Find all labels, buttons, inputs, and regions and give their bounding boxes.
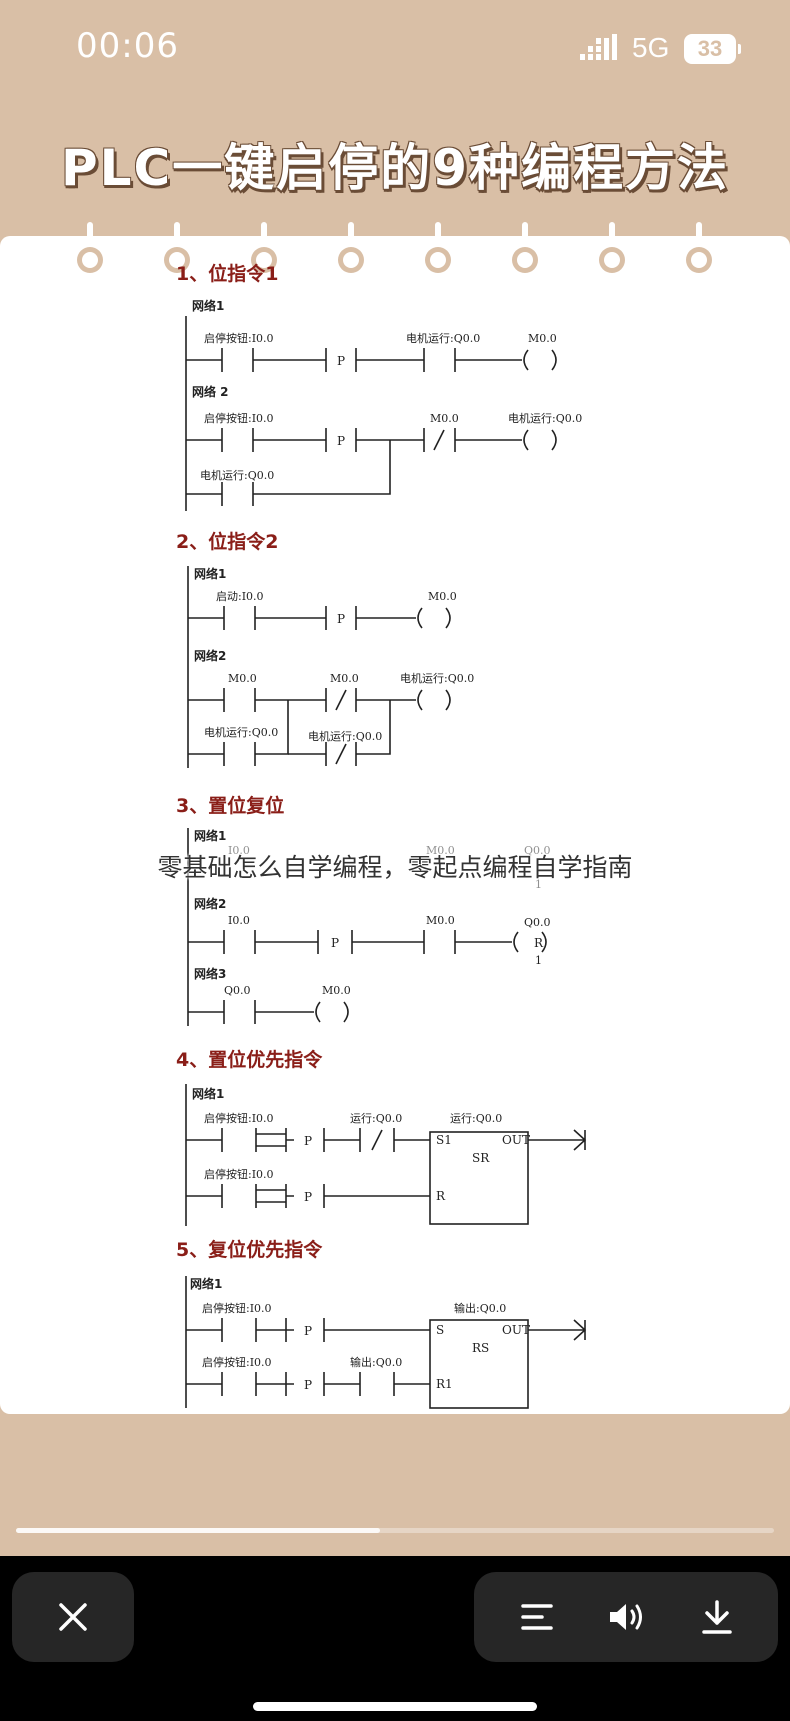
speaker-icon — [610, 1604, 642, 1630]
download-icon — [702, 1600, 732, 1634]
coil-label: M0.0 — [528, 332, 557, 345]
notebook-paper — [0, 236, 790, 1414]
pulse-label: P — [337, 612, 345, 626]
contact-label: I0.0 — [228, 914, 250, 927]
pulse-label: P — [304, 1134, 312, 1148]
block-output-label: 输出:Q0.0 — [454, 1301, 506, 1315]
pulse-label: P — [331, 936, 339, 950]
network-label: 网络3 — [194, 966, 226, 981]
contact-label: 启停按钮:I0.0 — [204, 411, 274, 425]
pin-out: OUT — [502, 1133, 530, 1147]
contact-label: M0.0 — [330, 672, 359, 685]
ring-icon — [77, 222, 103, 273]
contact-label: 电机运行:Q0.0 — [200, 468, 274, 482]
pin-s: S — [436, 1323, 444, 1337]
action-group — [474, 1572, 778, 1662]
ring-icon — [338, 222, 364, 273]
battery-tip — [738, 44, 741, 54]
coil-number: 1 — [535, 878, 542, 891]
sound-button[interactable] — [602, 1592, 652, 1642]
network-label: 5G — [632, 32, 670, 63]
contact-label: 电机运行:Q0.0 — [204, 725, 278, 739]
contact-label: M0.0 — [228, 672, 257, 685]
pin-out: OUT — [502, 1323, 530, 1337]
network-label: 网络1 — [192, 1086, 224, 1101]
pulse-label: P — [304, 1190, 312, 1204]
image-progress-bar[interactable] — [16, 1528, 774, 1533]
contact-label: I0.0 — [228, 844, 250, 857]
network-label: 网络1 — [194, 828, 226, 843]
contact-label: 启停按钮:I0.0 — [204, 331, 274, 345]
bottom-toolbar — [0, 1556, 790, 1721]
contact-label: 启停按钮:I0.0 — [204, 1167, 274, 1181]
contact-label: Q0.0 — [224, 984, 251, 997]
pulse-label: P — [304, 1378, 312, 1392]
ladder-diagram: 1、位指令1 网络1 启停按钮:I0.0 P 电机运行:Q0.0 M0.0 网络… — [176, 262, 587, 1409]
network-label: 网络2 — [194, 648, 226, 663]
coil-label: M0.0 — [322, 984, 351, 997]
network-label: 网络1 — [192, 298, 224, 313]
contact-label: M0.0 — [430, 412, 459, 425]
contact-label: 启停按钮:I0.0 — [202, 1301, 272, 1315]
ring-icon — [164, 222, 190, 273]
coil-label: 电机运行:Q0.0 — [400, 671, 474, 685]
page-title: PLC一键启停的9种编程方法 — [61, 139, 729, 197]
block-output-label: 运行:Q0.0 — [450, 1112, 502, 1125]
network-label: 网络 2 — [192, 384, 229, 399]
coil-number: 1 — [535, 954, 542, 967]
ring-icon — [686, 222, 712, 273]
coil-label: 电机运行:Q0.0 — [508, 411, 582, 425]
close-button[interactable] — [12, 1572, 134, 1662]
menu-button[interactable] — [512, 1592, 562, 1642]
signal-icon — [580, 34, 617, 60]
contact-label: M0.0 — [426, 914, 455, 927]
contact-label: 电机运行:Q0.0 — [406, 331, 480, 345]
pin-r: R1 — [436, 1377, 453, 1391]
contact-label: 电机运行:Q0.0 — [308, 729, 382, 743]
contact-label: 运行:Q0.0 — [350, 1112, 402, 1125]
pulse-label: P — [337, 434, 345, 448]
ring-icon — [425, 222, 451, 273]
overlay-caption: 零基础怎么自学编程，零起点编程自学指南 — [157, 853, 633, 882]
section-title: 2、位指令2 — [176, 530, 278, 553]
download-button[interactable] — [692, 1592, 742, 1642]
contact-label: 启停按钮:I0.0 — [202, 1355, 272, 1369]
section-title: 4、置位优先指令 — [176, 1048, 323, 1071]
pulse-label: P — [304, 1324, 312, 1338]
section-title: 5、复位优先指令 — [176, 1238, 323, 1261]
network-label: 网络1 — [190, 1276, 222, 1291]
status-time: 00:06 — [76, 26, 179, 66]
coil-label: M0.0 — [428, 590, 457, 603]
contact-label: 启动:I0.0 — [216, 590, 264, 603]
coil-label: Q0.0 — [524, 844, 551, 857]
coil-label: Q0.0 — [524, 916, 551, 929]
section-title: 3、置位复位 — [176, 794, 284, 817]
ring-icon — [512, 222, 538, 273]
coil-mode: R — [534, 936, 544, 950]
progress-fill — [16, 1528, 380, 1533]
network-label: 网络1 — [194, 566, 226, 581]
contact-label: 输出:Q0.0 — [350, 1355, 402, 1369]
contact-label: M0.0 — [426, 844, 455, 857]
contact-label: 启停按钮:I0.0 — [204, 1111, 274, 1125]
home-indicator[interactable] — [253, 1702, 537, 1711]
section-title: 1、位指令1 — [176, 262, 278, 285]
pin-r: R — [436, 1189, 446, 1203]
ring-icon — [599, 222, 625, 273]
close-icon — [59, 1603, 87, 1631]
pulse-label: P — [337, 354, 345, 368]
pin-s: S1 — [436, 1133, 452, 1147]
binder-rings — [0, 220, 790, 280]
battery-indicator: 33 — [684, 34, 736, 64]
menu-icon — [521, 1604, 553, 1630]
network-label: 网络2 — [194, 896, 226, 911]
block-name: RS — [472, 1341, 489, 1355]
block-name: SR — [472, 1151, 490, 1165]
status-bar: 00:06 5G 33 — [0, 0, 790, 100]
ring-icon — [251, 222, 277, 273]
